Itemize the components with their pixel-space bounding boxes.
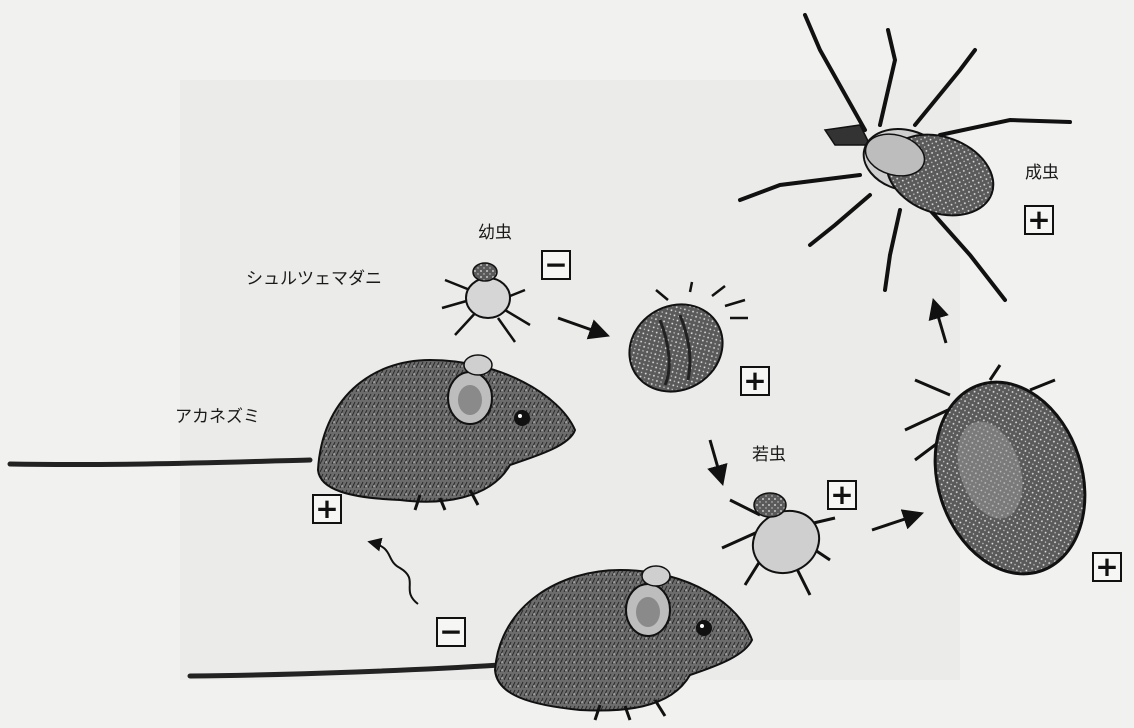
larva-status-box: − <box>541 250 571 280</box>
engorged-larva-status-box: + <box>740 366 770 396</box>
mouse-species-label: アカネズミ <box>175 402 260 427</box>
mouse-top-status-box: + <box>312 494 342 524</box>
nymph-label: 若虫 <box>752 440 786 465</box>
tick-species-label: シュルツェマダニ <box>246 264 382 289</box>
mouse-bottom-status-box: − <box>436 617 466 647</box>
engorged-nymph-status-box: + <box>1092 552 1122 582</box>
adult-label: 成虫 <box>1025 158 1059 183</box>
larva-label: 幼虫 <box>478 218 512 243</box>
nymph-status-box: + <box>827 480 857 510</box>
adult-status-box: + <box>1024 205 1054 235</box>
